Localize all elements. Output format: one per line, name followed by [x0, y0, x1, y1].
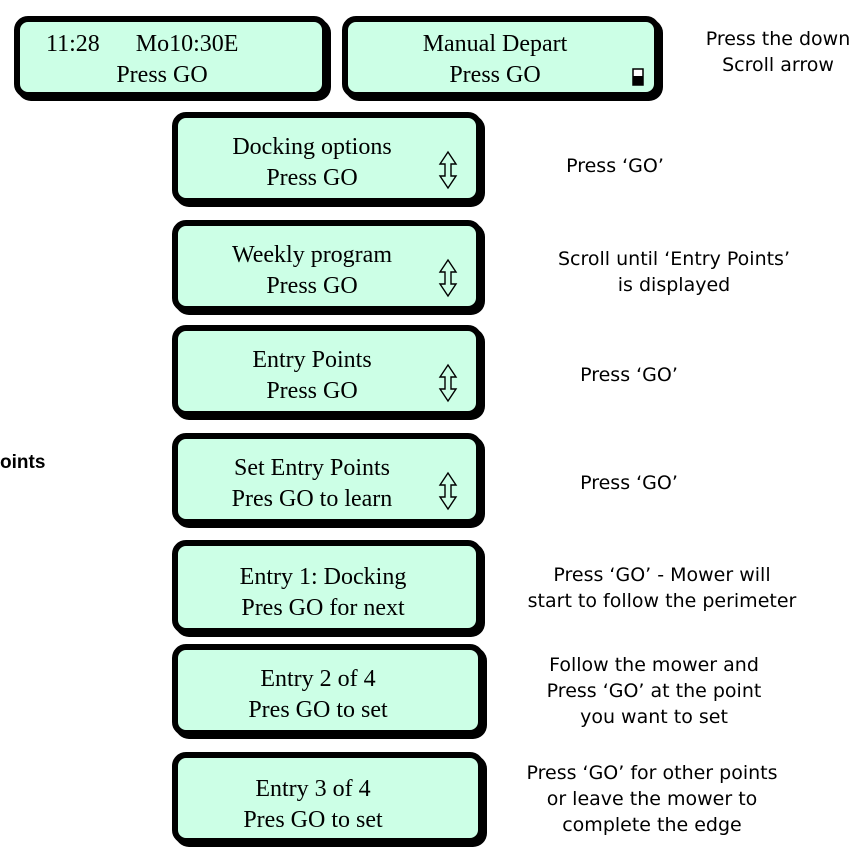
instruction-scroll-entry-points: Scroll until ‘Entry Points’ is displayed — [558, 248, 790, 296]
lcd-screen-entry-3: Entry 3 of 4 Pres GO to set — [172, 752, 484, 844]
instruction-press-go-2: Press ‘GO’ — [580, 364, 678, 386]
lcd-line-2: Press GO — [266, 378, 358, 404]
lcd-line-1: Entry 2 of 4 — [260, 666, 376, 692]
instruction-other-points: Press ‘GO’ for other points or leave the… — [526, 762, 778, 836]
instruction-scroll-down: Press the down Scroll arrow — [705, 28, 851, 76]
lcd-line-1: Entry Points — [252, 347, 372, 373]
lcd-line-2: Pres GO to set — [243, 807, 383, 833]
lcd-line-1: Docking options — [232, 134, 392, 160]
lcd-screen-clock: 11:28 Mo10:30E Press GO — [14, 16, 328, 98]
lcd-line-1: Entry 3 of 4 — [255, 776, 371, 802]
lcd-line-1: Entry 1: Docking — [239, 564, 407, 590]
side-label: oints — [0, 452, 46, 473]
up-down-arrow-icon — [438, 258, 458, 298]
instruction-follow-mower: Follow the mower and Press ‘GO’ at the p… — [546, 654, 762, 728]
lcd-screen-manual-depart: Manual Depart Press GO — [342, 16, 660, 98]
lcd-line-2: Press GO — [266, 165, 358, 191]
lcd-screen-entry-2: Entry 2 of 4 Pres GO to set — [172, 644, 484, 736]
lcd-line-2: Pres GO to set — [248, 697, 388, 723]
lcd-screen-docking-options: Docking options Press GO — [172, 112, 482, 204]
lcd-line-1: 11:28 Mo10:30E — [46, 31, 239, 57]
instruction-press-go-3: Press ‘GO’ — [580, 472, 678, 494]
lcd-screen-entry-points: Entry Points Press GO — [172, 325, 482, 417]
instruction-press-go-1: Press ‘GO’ — [566, 155, 664, 177]
lcd-screen-weekly-program: Weekly program Press GO — [172, 220, 482, 312]
up-down-arrow-icon — [438, 363, 458, 403]
lcd-line-2: Press GO — [116, 62, 208, 88]
up-down-arrow-icon — [438, 150, 458, 190]
instruction-start-perimeter: Press ‘GO’ - Mower will start to follow … — [527, 564, 797, 612]
up-down-arrow-icon — [438, 471, 458, 511]
lcd-line-2: Press GO — [449, 62, 541, 88]
lcd-line-2: Pres GO to learn — [231, 486, 393, 512]
lcd-line-1: Weekly program — [231, 242, 392, 268]
lcd-line-2: Press GO — [266, 273, 358, 299]
lcd-line-2: Pres GO for next — [241, 595, 405, 621]
lcd-line-1: Manual Depart — [422, 31, 568, 57]
scroll-thumb-icon — [632, 68, 644, 86]
lcd-screen-entry-1: Entry 1: Docking Pres GO for next — [172, 540, 482, 634]
lcd-screen-set-entry-points: Set Entry Points Pres GO to learn — [172, 433, 482, 525]
lcd-line-1: Set Entry Points — [233, 455, 390, 481]
